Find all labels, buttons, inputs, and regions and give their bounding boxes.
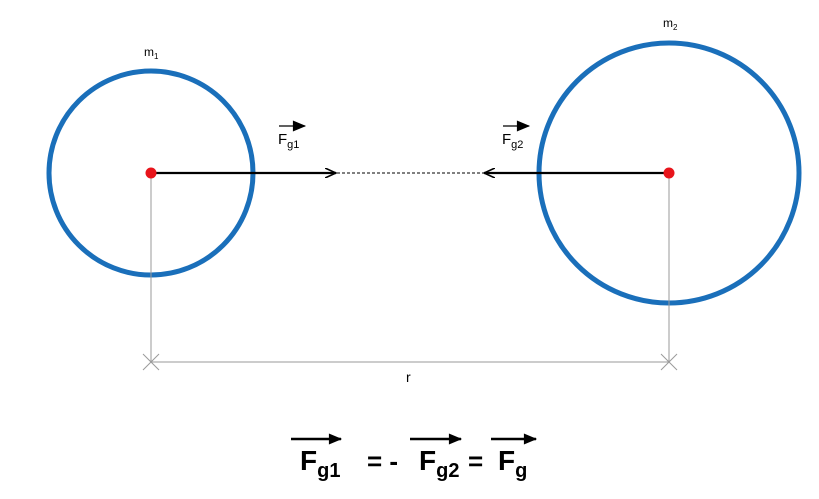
equation-operator-equals-minus: = - [367,446,398,476]
distance-label: r [406,369,411,385]
equation-term2: Fg2 [419,445,459,482]
mass2-label: m2 [663,16,678,32]
equation-operator-equals: = [468,446,483,476]
force1-label: Fg1 [278,131,299,151]
dimension-tick-right [660,353,678,371]
equation: Fg1 = - Fg2 = Fg [291,433,538,482]
equation-term1: Fg1 [300,445,340,482]
dimension-tick-left [142,353,160,371]
mass2-center [663,167,675,179]
mass1-label: m1 [144,45,159,61]
force2-label: Fg2 [502,131,523,151]
equation-term3: Fg [498,445,527,482]
mass1-center [145,167,157,179]
